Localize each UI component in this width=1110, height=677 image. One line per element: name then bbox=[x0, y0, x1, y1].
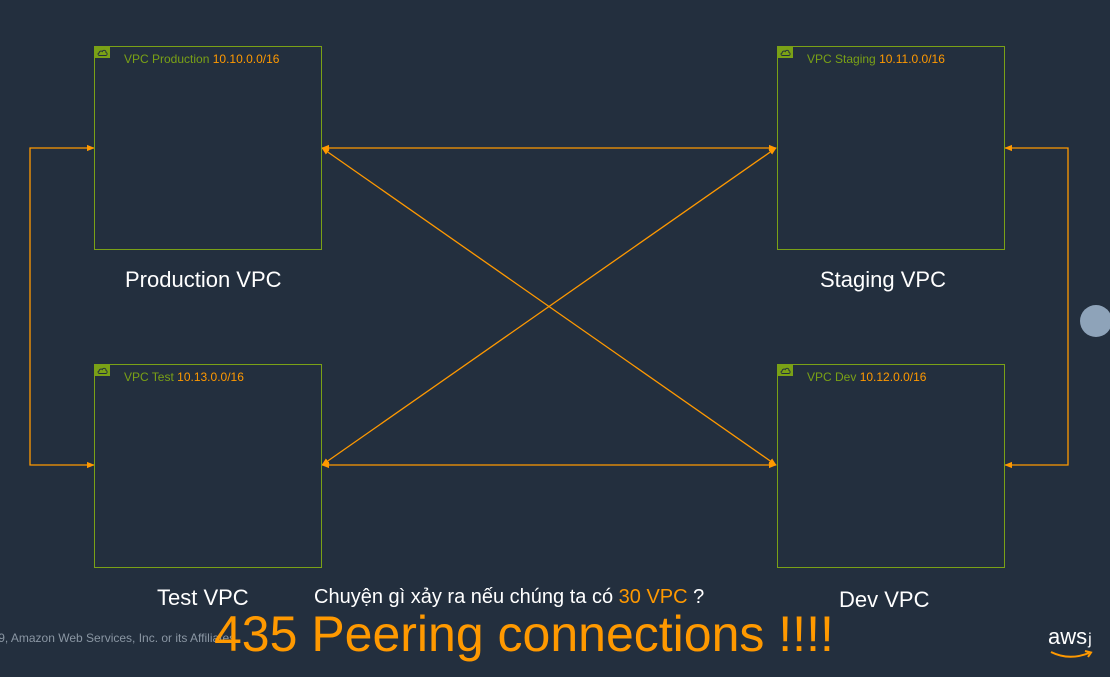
peering-production-test bbox=[29, 144, 95, 469]
question-after: ? bbox=[687, 586, 705, 608]
vpc-header: VPC Production 10.10.0.0/16 bbox=[124, 52, 279, 66]
staging-vpc-label: Staging VPC bbox=[820, 267, 946, 292]
headline: 435 Peering connections !!!! bbox=[214, 606, 834, 662]
vpc-header: VPC Test 10.13.0.0/16 bbox=[124, 370, 244, 384]
aws-logo-suffix: j bbox=[1088, 631, 1092, 648]
cloud-icon bbox=[778, 47, 793, 58]
vpc-header: VPC Staging 10.11.0.0/16 bbox=[807, 52, 945, 66]
cloud-icon bbox=[95, 47, 110, 58]
vpc-title: VPC Test bbox=[124, 370, 174, 384]
vpc-title: VPC Dev bbox=[807, 370, 857, 384]
vpc-dev-box: VPC Dev 10.12.0.0/16 bbox=[777, 364, 1005, 568]
vpc-production-box: VPC Production 10.10.0.0/16 bbox=[94, 46, 322, 250]
vpc-staging-box: VPC Staging 10.11.0.0/16 bbox=[777, 46, 1005, 250]
question-highlight: 30 VPC bbox=[618, 586, 688, 608]
question-text: Chuyện gì xảy ra nếu chúng ta có 30 VPC … bbox=[314, 586, 704, 609]
vpc-cidr: 10.12.0.0/16 bbox=[859, 370, 927, 384]
copyright-notice: © 2019, Amazon Web Services, Inc. or its… bbox=[0, 631, 239, 645]
vpc-cidr: 10.11.0.0/16 bbox=[879, 52, 945, 66]
aws-smile-icon bbox=[1050, 650, 1093, 658]
vpc-title: VPC Staging bbox=[807, 52, 876, 66]
aws-logo-text: aws bbox=[1048, 624, 1088, 649]
vpc-cidr: 10.13.0.0/16 bbox=[177, 370, 244, 384]
peering-staging-dev bbox=[1004, 144, 1069, 469]
vpc-test-box: VPC Test 10.13.0.0/16 bbox=[94, 364, 322, 568]
aws-logo: awsj bbox=[1048, 624, 1092, 650]
vpc-cidr: 10.10.0.0/16 bbox=[212, 52, 280, 66]
vpc-header: VPC Dev 10.12.0.0/16 bbox=[807, 370, 926, 384]
pointer-dot bbox=[1080, 305, 1110, 337]
peering-test-staging bbox=[321, 147, 777, 466]
vpc-title: VPC Production bbox=[124, 52, 210, 66]
cloud-icon bbox=[95, 365, 110, 376]
test-vpc-label: Test VPC bbox=[157, 585, 249, 610]
production-vpc-label: Production VPC bbox=[125, 267, 282, 292]
question-before: Chuyện gì xảy ra nếu chúng ta có bbox=[314, 586, 619, 608]
dev-vpc-label: Dev VPC bbox=[839, 587, 930, 612]
cloud-icon bbox=[778, 365, 793, 376]
